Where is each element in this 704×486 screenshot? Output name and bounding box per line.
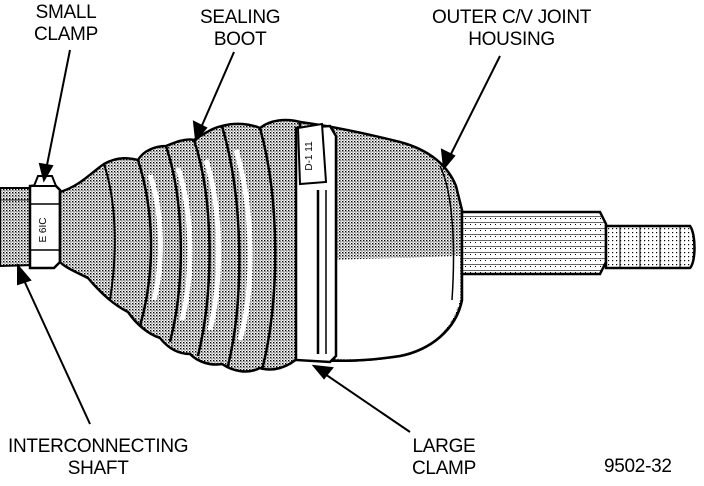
arrowhead-large-clamp [311,364,334,380]
outer-cv-joint-housing-part [298,120,464,363]
label-sealing-boot: SEALING BOOT [200,7,281,50]
label-outer-cv-joint-housing: OUTER C/V JOINT HOUSING [432,7,592,50]
figure-id: 9502-32 [604,456,672,477]
label-interconnecting-shaft: INTERCONNECTING SHAFT [8,436,189,479]
small-clamp-part: E 6IC [28,175,62,270]
leader-large-clamp [321,371,411,433]
arrowhead-interconnecting-shaft [17,263,32,286]
stub-shaft-part [460,210,696,276]
small-clamp-stamp: E 6IC [38,217,49,242]
label-large-clamp: LARGE CLAMP [412,436,476,479]
arrowhead-small-clamp [38,162,54,183]
leader-lines [17,49,501,433]
leader-small-clamp [45,49,71,171]
leader-sealing-boot [199,51,235,131]
leader-interconnecting-shaft [21,275,91,425]
sealing-boot-part [58,118,302,373]
leader-outer-housing [447,55,501,161]
label-small-clamp: SMALL CLAMP [34,2,98,45]
large-clamp-stamp: D-1 11 [304,141,315,171]
arrowhead-outer-housing [440,148,456,171]
large-clamp-part: D-1 11 [294,122,338,364]
arrowhead-sealing-boot [192,120,208,143]
